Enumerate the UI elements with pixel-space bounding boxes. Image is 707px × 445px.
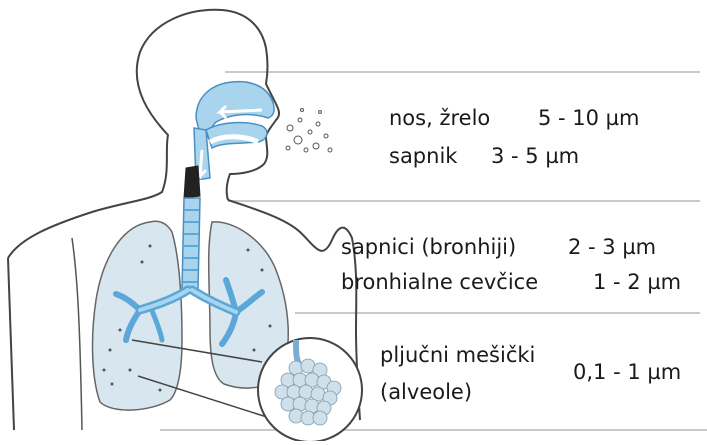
particles xyxy=(286,109,332,153)
size-bronchi: 2 - 3 µm xyxy=(568,235,656,259)
size-larynx: 3 - 5 µm xyxy=(491,144,579,168)
label-larynx: sapnik xyxy=(389,144,457,168)
trachea xyxy=(182,198,200,290)
size-bronchioles: 1 - 2 µm xyxy=(593,270,681,294)
label-alveoli-line1: plјučni mešički xyxy=(380,343,535,367)
label-nose-throat: nos, žrelo xyxy=(389,106,490,130)
size-nose-throat: 5 - 10 µm xyxy=(538,106,640,130)
label-bronchioles: bronhialne cevčice xyxy=(341,270,538,294)
arm-left-inner xyxy=(72,238,82,430)
larynx-shape xyxy=(184,166,200,198)
label-bronchi: sapnici (bronhiji) xyxy=(341,235,516,259)
label-alveoli-line2: (alveole) xyxy=(380,380,472,404)
arm-left xyxy=(8,258,14,430)
size-alveoli: 0,1 - 1 µm xyxy=(573,360,681,384)
